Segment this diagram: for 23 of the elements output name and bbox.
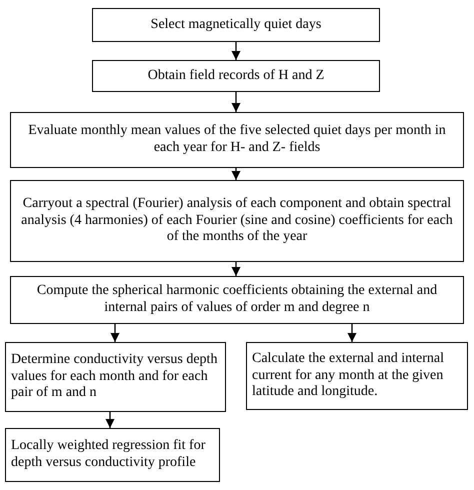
step-text: Determine conductivity versus depth values for each month and for each pair of m and n [11, 352, 218, 402]
process-box [10, 112, 464, 168]
arrow [347, 324, 357, 342]
step-text: Carryout a spectral (Fourier) analysis of each component and obtain spectral analysis (4 harmonies) of each Fourier (sine and cosine) coefficients for each of the months of the year [20, 196, 454, 246]
arrow [110, 324, 120, 342]
step-text: Obtain field records of H and Z [148, 68, 324, 84]
arrow [231, 262, 241, 276]
arrow [231, 168, 241, 180]
process-box [92, 8, 380, 42]
arrow [231, 42, 241, 60]
arrow [231, 92, 241, 112]
process-box [10, 276, 464, 324]
process-box [10, 180, 464, 262]
process-box [92, 60, 380, 92]
arrow [105, 412, 115, 428]
process-box [246, 342, 468, 410]
step-text: Compute the spherical harmonic coefficients obtaining the external and internal pairs of values of order m and degree n [36, 283, 438, 317]
process-box [5, 428, 220, 482]
step-text: Evaluate monthly mean values of the five selected quiet days per month in each year for H- and Z- fields [27, 123, 447, 157]
process-box [5, 342, 226, 412]
step-text: Calculate the external and internal current for any month at the given latitude and longitude. [252, 350, 446, 402]
step-text: Locally weighted regression fit for depth versus conductivity profile [11, 438, 206, 472]
step-text: Select magnetically quiet days [150, 16, 322, 34]
